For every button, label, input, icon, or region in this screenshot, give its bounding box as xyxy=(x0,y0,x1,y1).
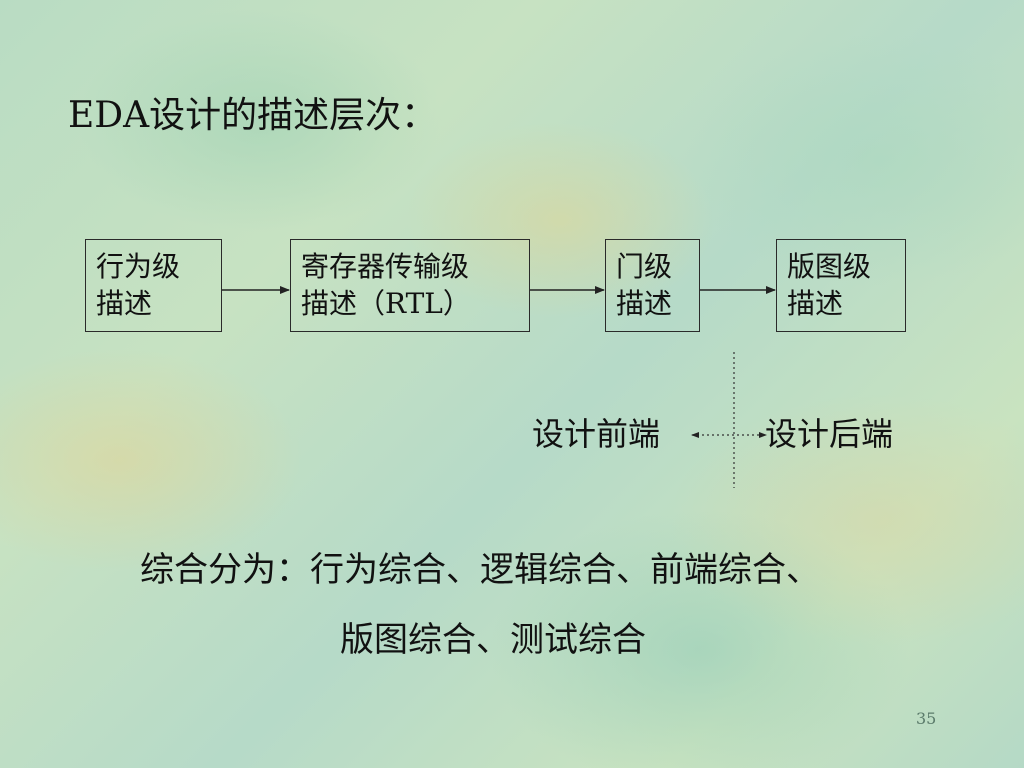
level-box-sublabel: 描述 xyxy=(616,287,673,320)
design-back-end-label: 设计后端 xyxy=(765,415,894,453)
level-box-label: 寄存器传输级 xyxy=(301,250,470,283)
level-box-rtl: 寄存器传输级 描述（RTL） xyxy=(290,239,530,332)
level-box-gate: 门级 描述 xyxy=(605,239,700,332)
page-number: 35 xyxy=(916,709,937,728)
level-box-label: 版图级 xyxy=(787,250,872,283)
level-box-sublabel: 描述（RTL） xyxy=(301,287,471,320)
level-box-label: 行为级 xyxy=(96,250,181,283)
level-box-label: 门级 xyxy=(616,250,673,283)
design-front-end-label: 设计前端 xyxy=(532,415,661,453)
synthesis-summary-line2: 版图综合、测试综合 xyxy=(340,620,646,660)
level-box-behavioral: 行为级 描述 xyxy=(85,239,222,332)
level-box-layout: 版图级 描述 xyxy=(776,239,906,332)
level-box-sublabel: 描述 xyxy=(96,287,153,320)
synthesis-summary-line1: 综合分为：行为综合、逻辑综合、前端综合、 xyxy=(140,550,820,590)
level-box-sublabel: 描述 xyxy=(787,287,844,320)
slide-title: EDA设计的描述层次： xyxy=(68,95,438,136)
